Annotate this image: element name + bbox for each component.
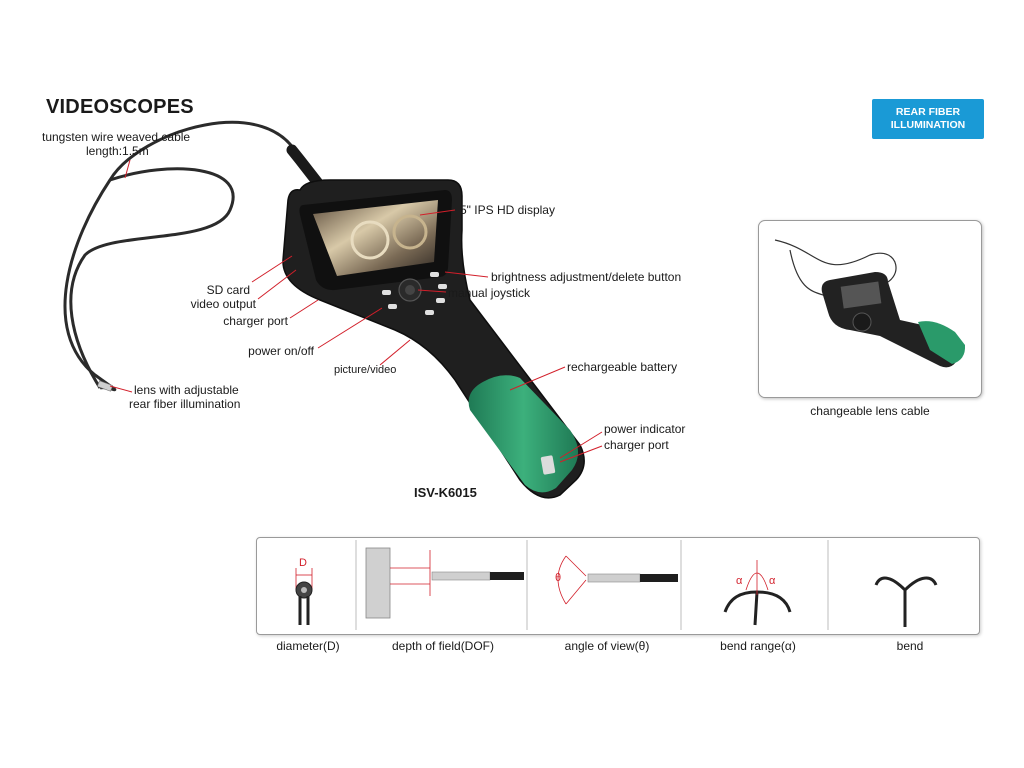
badge-line-2: ILLUMINATION	[890, 119, 966, 131]
spec-label-bend-range: bend range(α)	[720, 639, 796, 653]
callout-lens-line2: rear fiber illumination	[129, 397, 241, 411]
spec-mark-angle: θ	[555, 572, 562, 584]
callout-cable-line2: length:1.5m	[86, 144, 149, 158]
control-buttons	[382, 272, 447, 315]
joystick-cap	[405, 285, 415, 295]
callout-power-indicator: power indicator	[604, 422, 686, 436]
callout-video-output: video output	[190, 297, 256, 311]
callout-display: 5" IPS HD display	[460, 203, 555, 217]
spec-dof-drawing	[365, 547, 524, 619]
callout-brightness: brightness adjustment/delete button	[491, 270, 682, 284]
callout-lens-line1: lens with adjustable	[134, 383, 239, 397]
screen-gear-2	[392, 214, 428, 250]
spec-label-diameter: diameter(D)	[276, 639, 340, 653]
green-grip	[468, 375, 579, 493]
screen-gear-1	[350, 220, 390, 260]
spec-angle-drawing	[557, 555, 678, 605]
page-title: VIDEOSCOPES	[46, 96, 194, 118]
callout-picture-video: picture/video	[334, 364, 397, 376]
bottom-port-panel	[540, 455, 556, 475]
display-screen	[313, 200, 438, 276]
spec-label-angle: angle of view(θ)	[564, 639, 650, 653]
spec-bend-range-drawing	[723, 560, 792, 626]
cable-loop	[69, 167, 235, 389]
spec-bend-drawing	[874, 576, 938, 627]
callout-battery: rechargeable battery	[567, 360, 678, 374]
lens-tip	[97, 380, 113, 392]
changeable-lens-inset	[758, 220, 982, 398]
callout-charger-port-left: charger port	[223, 314, 288, 328]
callout-power: power on/off	[248, 344, 314, 358]
spec-label-bend: bend	[896, 639, 924, 653]
callout-lines	[109, 159, 603, 463]
spec-mark-bend-right: α	[769, 575, 776, 587]
callout-sd-card: SD card	[206, 283, 250, 297]
inset-caption: changeable lens cable	[810, 404, 930, 418]
spec-mark-bend-left: α	[736, 575, 743, 587]
rear-fiber-badge: REAR FIBER ILLUMINATION	[872, 99, 984, 139]
model-number: ISV-K6015	[414, 485, 477, 500]
callout-charger-port-right: charger port	[604, 438, 669, 452]
spec-mark-diameter: D	[299, 557, 307, 569]
callout-cable-line1: tungsten wire weaved cable	[42, 130, 191, 144]
spec-label-dof: depth of field(DOF)	[391, 639, 495, 653]
callout-joystick: manual joystick	[448, 286, 531, 300]
badge-line-1: REAR FIBER	[895, 106, 961, 118]
spec-diameter-drawing	[295, 568, 313, 625]
